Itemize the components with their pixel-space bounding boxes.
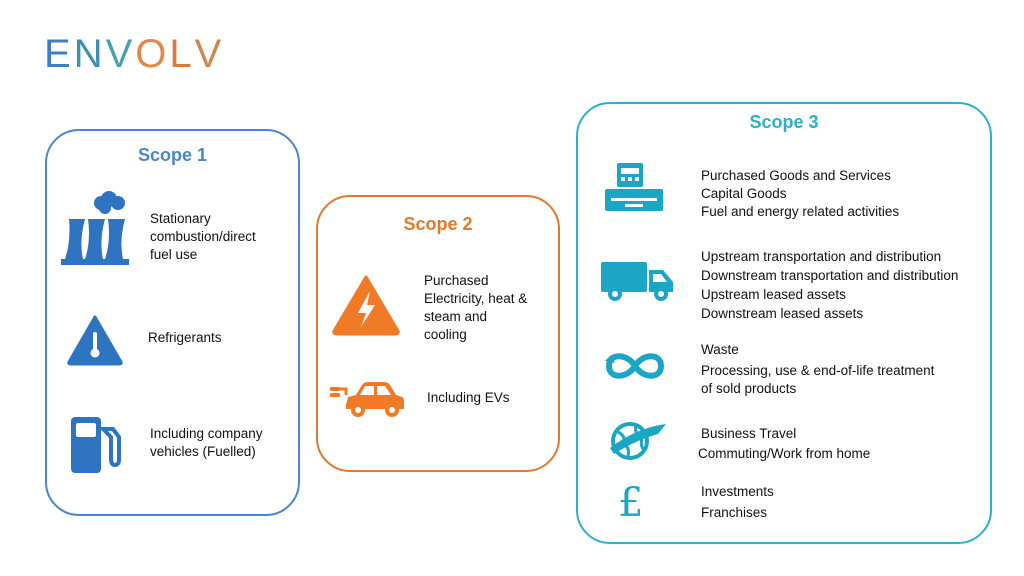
item-line: fuel use bbox=[150, 247, 198, 262]
item-line: Refrigerants bbox=[148, 330, 222, 345]
truck-icon bbox=[601, 262, 673, 301]
scope1-title: Scope 1 bbox=[137, 145, 208, 165]
logo-letter: L bbox=[169, 32, 193, 76]
scope1-item-vehicles: Including company vehicles (Fuelled) bbox=[150, 425, 263, 461]
logo-letter: O bbox=[135, 32, 168, 76]
item-line: Upstream leased assets bbox=[701, 287, 846, 302]
scope2-item-electricity: Purchased Electricity, heat & steam and … bbox=[424, 272, 527, 344]
item-line: Purchased Goods and Services bbox=[701, 168, 891, 183]
item-line: Purchased bbox=[424, 273, 489, 288]
cash-register-icon bbox=[605, 163, 663, 211]
electricity-warning-icon bbox=[332, 275, 400, 336]
item-line: vehicles (Fuelled) bbox=[150, 444, 256, 459]
logo-letter: E bbox=[44, 32, 72, 76]
scope3-title: Scope 3 bbox=[749, 112, 819, 132]
item-line: combustion/direct bbox=[150, 229, 256, 244]
item-line: Processing, use & end-of-life treatment bbox=[701, 363, 935, 378]
scope2-box: Scope 2 Purchased Electricity, heat & st… bbox=[316, 195, 560, 472]
factory-icon bbox=[61, 191, 129, 265]
item-line: cooling bbox=[424, 327, 467, 342]
item-line: of sold products bbox=[701, 381, 797, 396]
item-line: Fuel and energy related activities bbox=[701, 204, 900, 219]
scope1-box: Scope 1 Stationary combustion/direct fue… bbox=[45, 129, 300, 516]
item-line: Upstream transportation and distribution bbox=[701, 249, 942, 264]
logo-letter: N bbox=[73, 32, 104, 76]
scope3-box: Scope 3 Purchased Goods and Services Cap… bbox=[576, 102, 992, 544]
item-line: Including EVs bbox=[427, 390, 510, 405]
item-line: Downstream leased assets bbox=[701, 306, 864, 321]
fuel-pump-icon bbox=[71, 417, 121, 473]
item-line: Business Travel bbox=[701, 426, 797, 441]
logo-letter: V bbox=[194, 32, 223, 76]
scope3-item-waste: Waste Processing, use & end-of-life trea… bbox=[701, 341, 934, 398]
scope3-item-goods: Purchased Goods and Services Capital Goo… bbox=[701, 167, 899, 221]
envolv-logo: E N V O L V bbox=[44, 34, 222, 74]
item-line: Investments bbox=[701, 484, 774, 499]
item-line: Downstream transportation and distributi… bbox=[701, 268, 959, 283]
scope3-item-travel: Business Travel Commuting/Work from home bbox=[698, 425, 871, 463]
infinity-recycle-icon bbox=[605, 353, 665, 379]
globe-plane-icon bbox=[610, 422, 666, 460]
refrigerant-warning-icon bbox=[67, 315, 123, 366]
scope3-item-investments: Investments Franchises bbox=[701, 483, 774, 522]
item-line: steam and bbox=[424, 309, 488, 324]
scope2-title: Scope 2 bbox=[403, 214, 473, 234]
scope1-item-stationary: Stationary combustion/direct fuel use bbox=[150, 210, 256, 264]
item-line: Commuting/Work from home bbox=[698, 446, 871, 461]
item-line: Waste bbox=[701, 342, 739, 357]
item-line: Franchises bbox=[701, 505, 768, 520]
scope1-item-refrigerants: Refrigerants bbox=[148, 329, 222, 347]
scope2-item-evs: Including EVs bbox=[427, 389, 510, 407]
item-line: Stationary bbox=[150, 211, 211, 226]
scope3-item-transport: Upstream transportation and distribution… bbox=[701, 247, 958, 323]
item-line: Electricity, heat & bbox=[424, 291, 528, 306]
pound-sign-icon: £ bbox=[618, 480, 644, 526]
item-line: Including company bbox=[150, 426, 263, 441]
logo-letter: V bbox=[105, 32, 134, 76]
item-line: Capital Goods bbox=[701, 186, 787, 201]
electric-car-icon bbox=[330, 382, 404, 417]
